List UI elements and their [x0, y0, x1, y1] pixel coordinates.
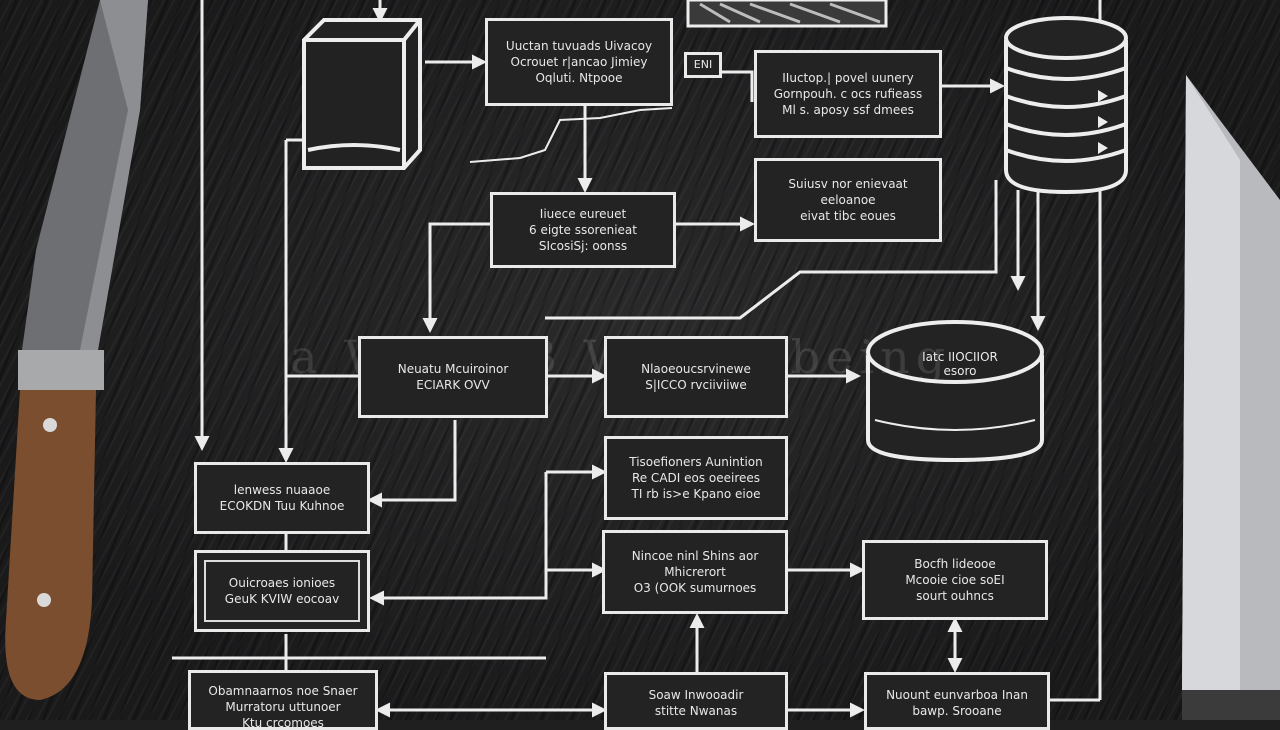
box-text: TI rb is>e Kpano eioe — [631, 487, 761, 501]
box-text: Mhicrerort — [664, 565, 726, 579]
box-text: eeloanoe — [820, 193, 876, 207]
box-text: Iiuece eureuet — [539, 207, 627, 221]
box-text: eivat tibc eoues — [800, 209, 896, 223]
box-text: 6 eigte ssorenieat — [529, 223, 637, 237]
box-text: Gornpouh. c ocs rufieass — [773, 87, 923, 101]
diagram-box-6: Nlaoeoucsrvinewe S|ICCO rvciiviiwe — [604, 336, 788, 418]
left-knife-icon — [5, 0, 148, 700]
box-text: IIuctop.| povel uunery — [782, 71, 914, 85]
box-text: Neuatu Mcuiroinor — [397, 362, 509, 376]
diagram-box-14: Nuount eunvarboa Inan bawp. Srooane — [864, 672, 1050, 730]
box-text: Soaw Inwooadir — [648, 688, 744, 702]
box-text: Ktu crcomoes — [242, 716, 324, 730]
diagram-box-13: Soaw Inwooadir stitte Nwanas — [604, 672, 788, 730]
cylinder-label: Iatc IIOCIIOR esoro — [922, 350, 998, 378]
diagram-box-9: Ouicroaes ionioes GeuK KVIW eocoav — [194, 550, 370, 632]
box-text: Murratoru uttunoer — [225, 700, 341, 714]
box-text: Ml s. aposy ssf dmees — [782, 103, 914, 117]
box-text: stitte Nwanas — [654, 704, 738, 718]
box-text: Uuctan tuvuads Uivacoy — [505, 39, 653, 53]
diagram-box-7: Tisoefioners Aunintion Re CADI eos oeeir… — [604, 436, 788, 520]
box-text: Ocrouet r|ancao Jimiey — [510, 55, 648, 69]
box-text: Tisoefioners Aunintion — [629, 455, 763, 469]
box-text: Obamnaarnos noe Snaer — [208, 684, 358, 698]
connector-line — [422, 222, 490, 333]
connector-line — [720, 70, 754, 102]
storage-cylinder-icon — [866, 320, 1044, 463]
enl-chip-box: ENI — [684, 52, 722, 78]
box-text: GeuK KVIW eocoav — [224, 592, 340, 606]
box-text: O3 (OOK sumurnoes — [633, 581, 757, 595]
database-icon — [1004, 16, 1128, 195]
box-text: Nincoe ninl Shins aor — [631, 549, 759, 563]
box-text: Oqluti. Ntpooe — [535, 71, 623, 85]
box-text: ECOKDN Tuu Kuhnoe — [219, 499, 345, 513]
diagram-box-4: Suiusv nor enievaat eeloanoe eivat tibc … — [754, 158, 942, 242]
box-text: Nlaoeoucsrvinewe — [641, 362, 751, 376]
box-text: lenwess nuaaoe — [233, 483, 331, 497]
connector-line — [469, 107, 673, 163]
box-text: Re CADI eos oeeirees — [631, 471, 761, 485]
diagram-box-1: Uuctan tuvuads Uivacoy Ocrouet r|ancao J… — [485, 18, 673, 106]
box-text: Ouicroaes ionioes — [228, 576, 336, 590]
hatched-panel-icon — [686, 0, 888, 28]
box-text: ENI — [693, 58, 713, 71]
diagram-box-8: lenwess nuaaoe ECOKDN Tuu Kuhnoe — [194, 462, 370, 534]
cube-icon — [302, 18, 422, 170]
diagram-box-10: Nincoe ninl Shins aor Mhicrerort O3 (OOK… — [602, 530, 788, 614]
connector-line — [367, 420, 457, 508]
box-text: bawp. Srooane — [912, 704, 1002, 718]
box-text: Mcooie cioe soEI — [905, 573, 1005, 587]
connector-line — [369, 472, 548, 606]
diagram-box-2: IIuctop.| povel uunery Gornpouh. c ocs r… — [754, 50, 942, 138]
diagram-box-12: Obamnaarnos noe Snaer Murratoru uttunoer… — [188, 670, 378, 730]
diagram-box-5: Neuatu Mcuiroinor ECIARK OVV — [358, 336, 548, 418]
connector-line — [545, 180, 998, 320]
right-knife-icon — [1182, 75, 1280, 720]
box-text: Nuount eunvarboa Inan — [886, 688, 1028, 702]
diagram-box-11: Bocfh lideooe Mcooie cioe soEI sourt ouh… — [862, 540, 1048, 620]
box-text: S|ICCO rvciiviiwe — [645, 378, 747, 392]
box-text: SIcosiSj: oonss — [538, 239, 628, 253]
diagram-box-3: Iiuece eureuet 6 eigte ssorenieat SIcosi… — [490, 192, 676, 268]
box-text: ECIARK OVV — [416, 378, 490, 392]
box-text: Bocfh lideooe — [914, 557, 996, 571]
box-text: sourt ouhncs — [916, 589, 994, 603]
box-text: Suiusv nor enievaat — [788, 177, 908, 191]
